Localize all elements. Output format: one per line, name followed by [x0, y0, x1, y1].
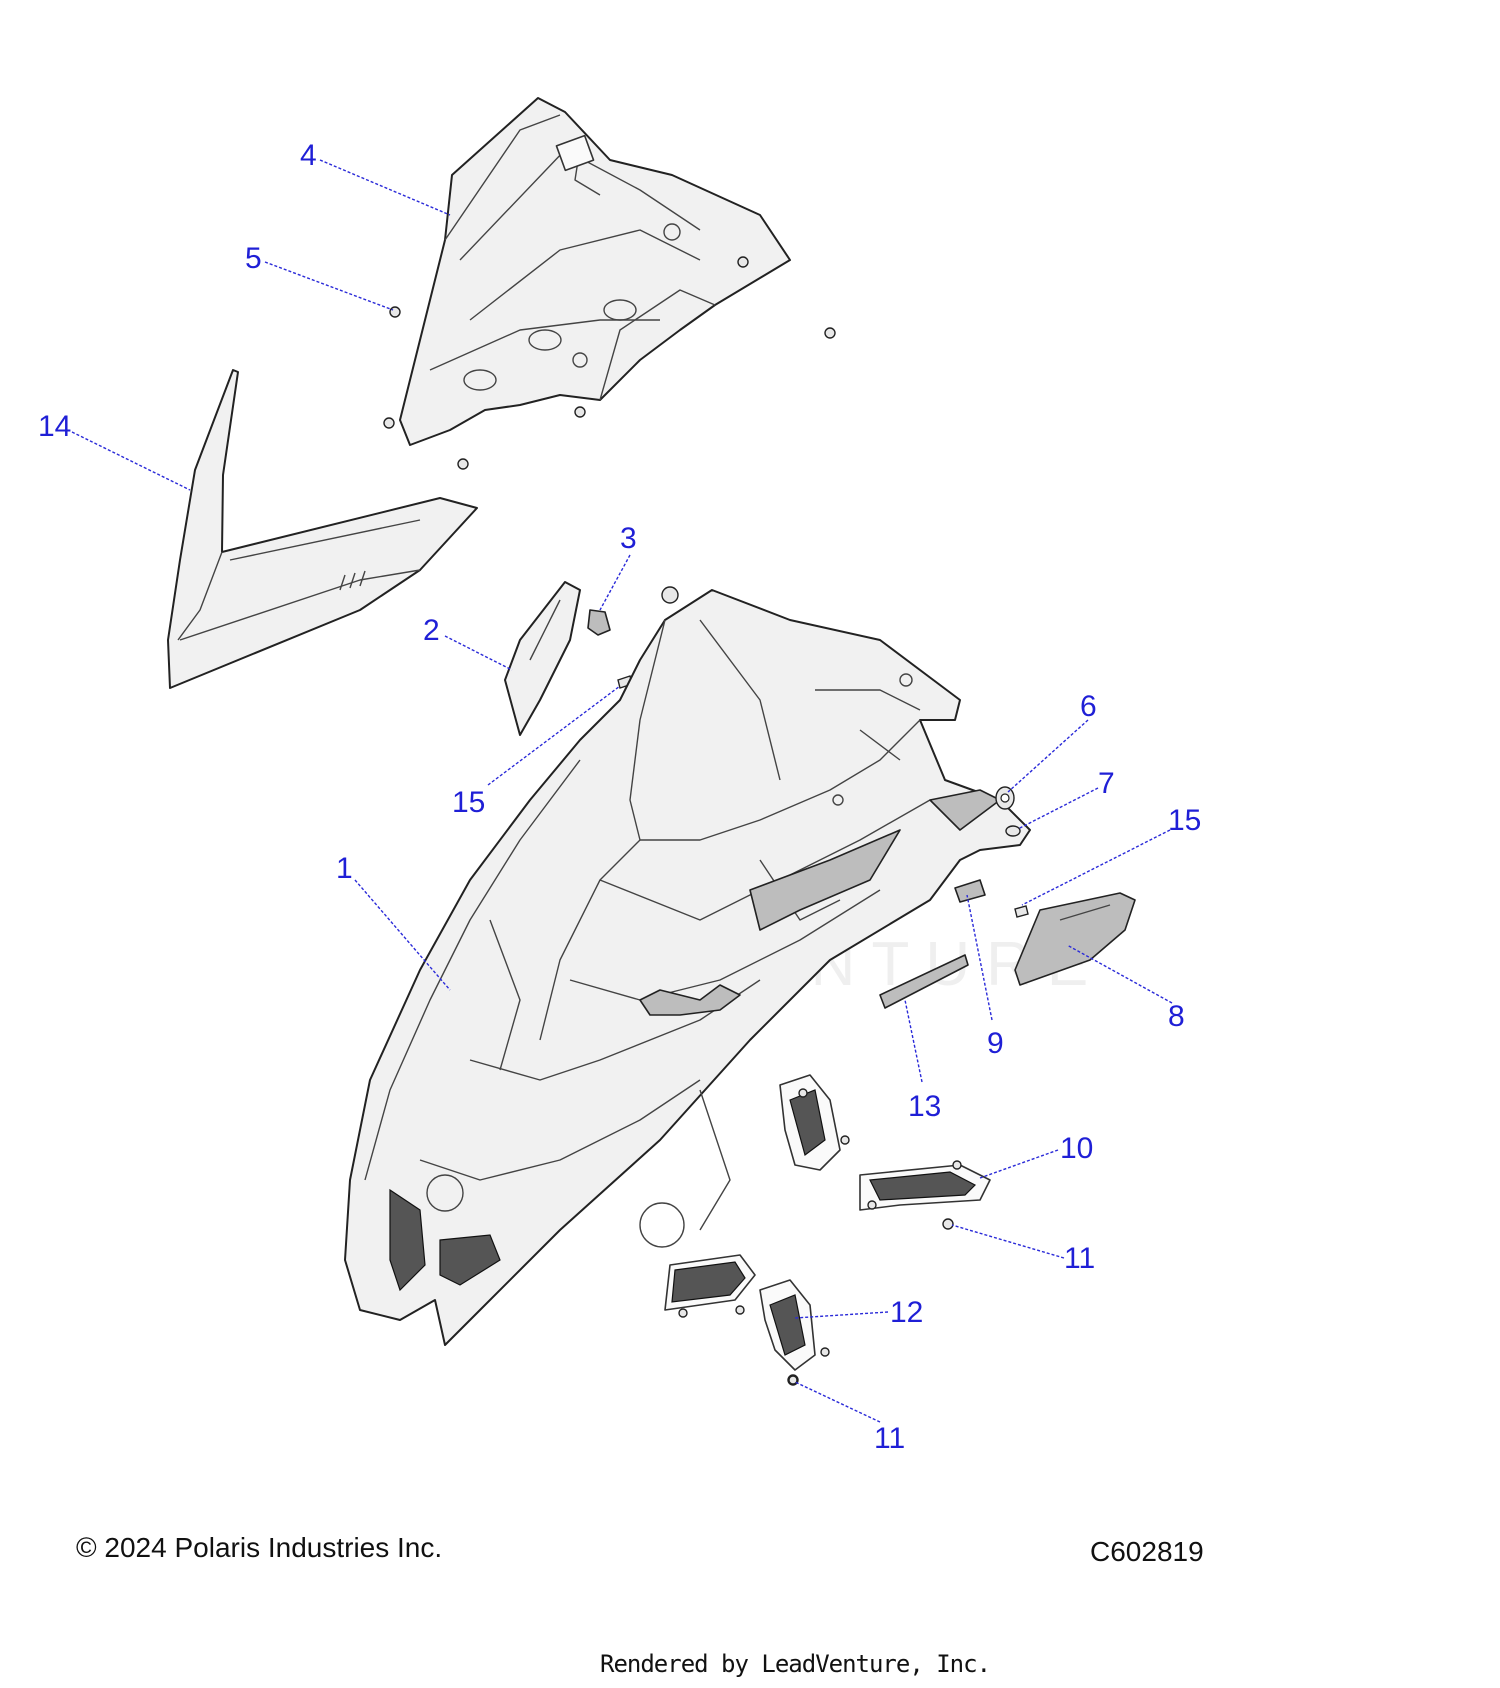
callout-5: 5 — [245, 242, 262, 275]
part-9-block — [954, 879, 986, 903]
part-8-trim — [1014, 892, 1136, 986]
callout-6: 6 — [1080, 690, 1097, 723]
callout-4: 4 — [300, 139, 317, 172]
callout-15-left: 15 — [452, 786, 485, 819]
part-11-washers — [787, 1218, 954, 1386]
callout-2: 2 — [423, 614, 440, 647]
callout-13: 13 — [908, 1090, 941, 1123]
part-6-ring-fastener — [995, 786, 1015, 810]
part-3-clip — [587, 609, 611, 636]
part-13-strip — [879, 954, 969, 1009]
drawing-number: C602819 — [1090, 1536, 1204, 1567]
callout-8: 8 — [1168, 1000, 1185, 1033]
callouts: 4 5 14 3 2 15 1 6 7 15 8 9 13 10 11 12 1… — [38, 139, 1201, 1455]
part-5-screws — [383, 256, 836, 470]
part-10-vent-grilles — [779, 1074, 991, 1211]
callout-11-upper: 11 — [1064, 1242, 1095, 1275]
callout-12: 12 — [890, 1296, 923, 1329]
callout-9: 9 — [987, 1027, 1004, 1060]
part-1-hood — [344, 589, 1031, 1346]
callout-3: 3 — [620, 522, 637, 555]
callout-1: 1 — [336, 852, 353, 885]
part-7-washer — [1005, 825, 1021, 837]
part-4-windshield — [399, 97, 791, 446]
part-14-side-panel — [167, 369, 478, 689]
copyright-notice: © 2024 Polaris Industries Inc. — [76, 1532, 443, 1563]
callout-11-lower: 11 — [874, 1422, 905, 1455]
part-2-trim — [504, 581, 581, 736]
callout-10: 10 — [1060, 1132, 1093, 1165]
leader-lines — [71, 159, 1173, 1423]
callout-7: 7 — [1098, 767, 1115, 800]
callout-14: 14 — [38, 410, 71, 443]
rendered-by-credit: Rendered by LeadVenture, Inc. — [600, 1650, 991, 1678]
part-12-vent-grilles — [664, 1254, 830, 1385]
callout-15-right: 15 — [1168, 804, 1201, 837]
